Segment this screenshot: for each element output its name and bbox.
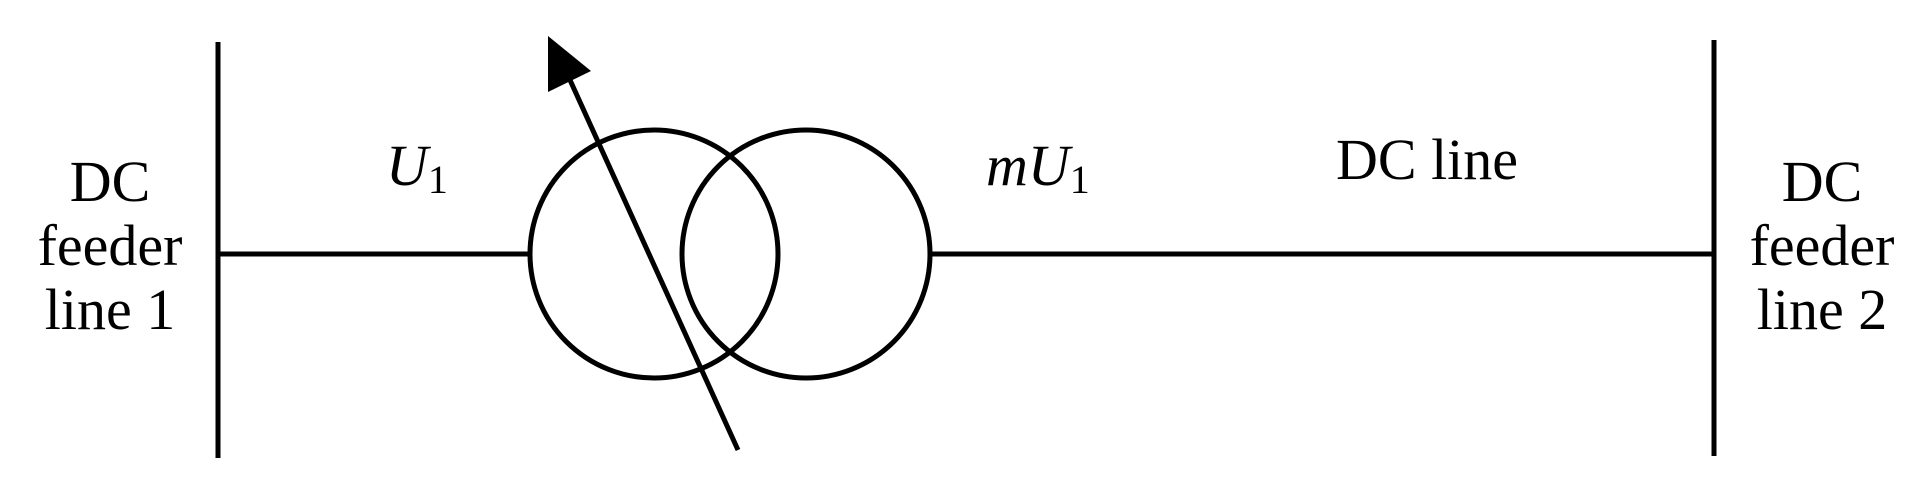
right-feeder-line-2: feeder bbox=[1749, 213, 1895, 278]
left-feeder-label: DC feeder line 1 bbox=[10, 150, 210, 342]
right-feeder-label: DC feeder line 2 bbox=[1722, 150, 1919, 342]
u1-symbol: U bbox=[386, 133, 428, 198]
u1-label: U1 bbox=[386, 134, 448, 212]
transformer-secondary-winding bbox=[679, 127, 933, 381]
right-feeder-line-3: line 2 bbox=[1756, 277, 1888, 342]
mu1-label: mU1 bbox=[986, 134, 1090, 212]
mu1-symbol: U bbox=[1027, 133, 1070, 198]
u1-subscript: 1 bbox=[427, 157, 448, 202]
left-feeder-line-1: DC bbox=[69, 149, 151, 214]
transformer-primary-winding bbox=[527, 127, 781, 381]
dc-line-label: DC line bbox=[1336, 127, 1519, 192]
arrowhead-icon bbox=[548, 36, 591, 92]
mu1-prefix: m bbox=[986, 133, 1028, 198]
right-feeder-line-1: DC bbox=[1781, 149, 1863, 214]
variable-ratio-arrow bbox=[567, 78, 741, 452]
mu1-subscript: 1 bbox=[1069, 157, 1090, 202]
left-feeder-line-2: feeder bbox=[37, 213, 183, 278]
left-feeder-line-3: line 1 bbox=[44, 277, 176, 342]
